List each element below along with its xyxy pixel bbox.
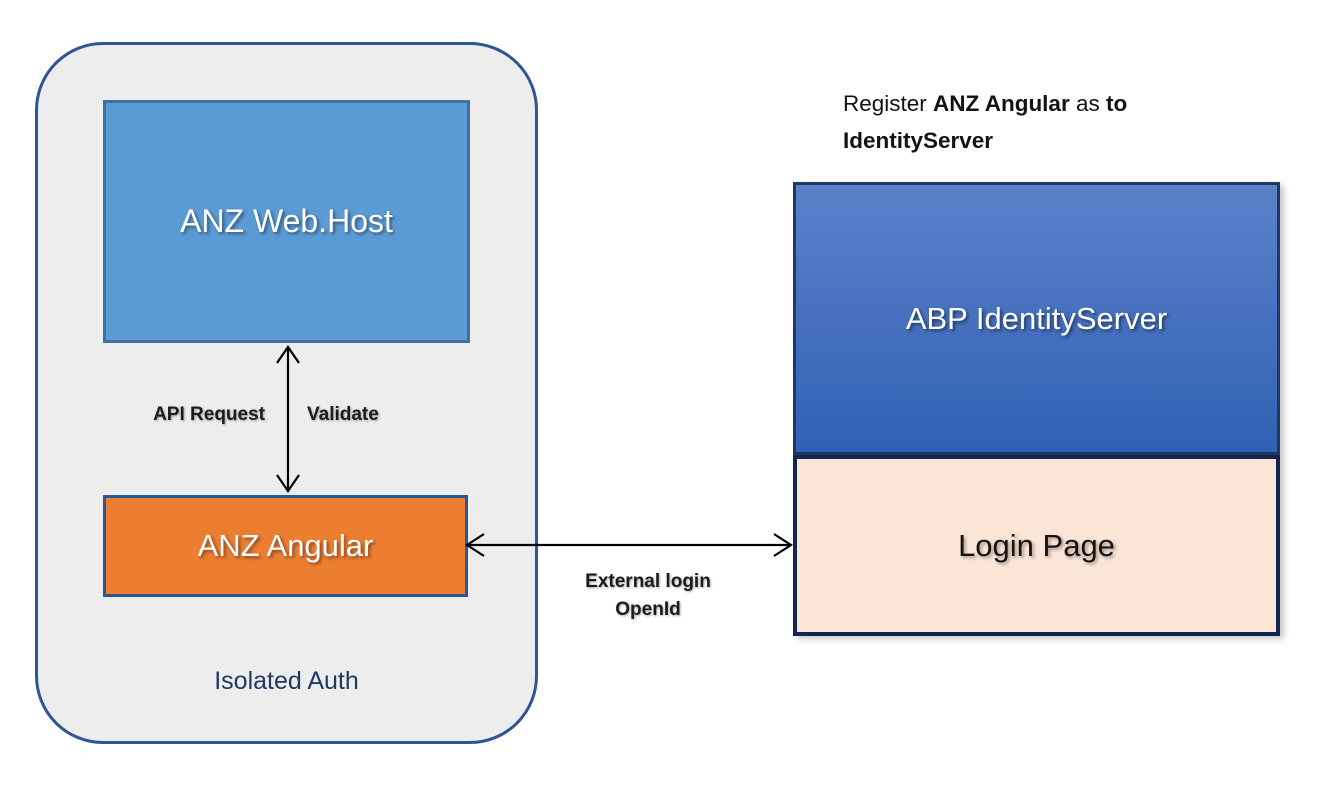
isolated-auth-label: Isolated Auth [214,667,359,695]
register-caption-bold1: ANZ Angular [933,91,1070,116]
node-login-page: Login Page [793,455,1280,636]
node-anz-webhost-label: ANZ Web.Host [180,203,393,239]
node-anz-angular-label: ANZ Angular [197,528,374,563]
node-abp-identityserver-label: ABP IdentityServer [905,300,1168,336]
node-anz-webhost: ANZ Web.Host [103,100,470,343]
external-login-label-line2: OpenId [615,599,681,620]
validate-label: Validate [307,404,379,425]
api-validate-double-arrow [276,345,300,493]
register-caption-bold2: to IdentityServer [843,91,1128,153]
api-request-label: API Request [153,404,265,425]
register-caption-part1: Register [843,91,934,116]
node-abp-identityserver: ABP IdentityServer [793,182,1280,455]
node-login-page-label: Login Page [958,527,1115,563]
external-login-double-arrow [464,533,794,557]
external-login-label-line1: External login [585,571,711,592]
node-anz-angular: ANZ Angular [103,495,468,597]
register-caption: Register ANZ Angular as to IdentityServe… [843,85,1223,159]
external-login-label: External login OpenId [520,568,776,624]
register-caption-part2: as [1069,91,1106,116]
